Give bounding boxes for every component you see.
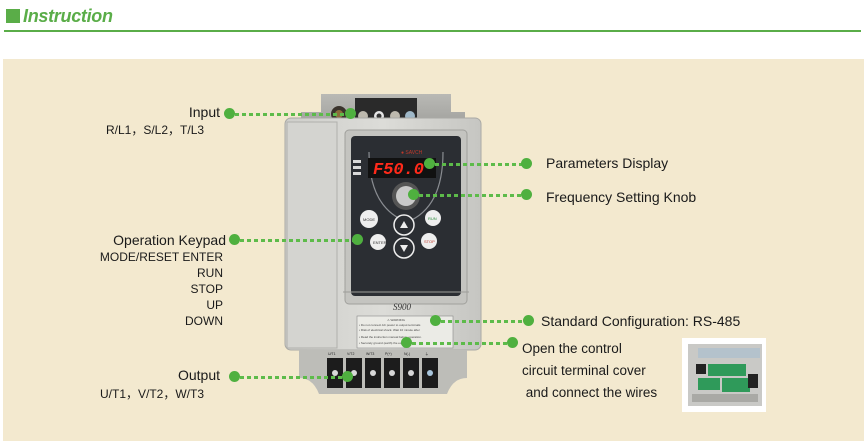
operation-keypad-label: Operation Keypad [113, 232, 226, 248]
section-header: Instruction [6, 5, 113, 27]
svg-text:• Do not connect AC power to o: • Do not connect AC power to output term… [359, 323, 421, 327]
svg-text:• Risk of electrical shock. Wa: • Risk of electrical shock. Wait 10 minu… [359, 328, 420, 332]
instruction-line: and connect the wires [522, 385, 658, 400]
svg-text:S900: S900 [393, 302, 412, 312]
output-label: Output [177, 367, 220, 383]
svg-text:N(-): N(-) [404, 352, 410, 356]
svg-text:MODE: MODE [363, 217, 375, 222]
input-label: Input [188, 104, 220, 120]
svg-text:• Read the instruction manual: • Read the instruction manual before ope… [359, 335, 422, 339]
keypad-item: RUN [197, 266, 223, 280]
output-leader [229, 371, 353, 382]
keypad-item: MODE/RESET ENTER [99, 250, 223, 264]
svg-text:⏚: ⏚ [425, 351, 429, 356]
output-terminals-text: U/T1，V/T2，W/T3 [100, 387, 205, 401]
svg-text:P(+): P(+) [385, 352, 392, 356]
section-title: Instruction [23, 5, 113, 26]
display-leader [424, 158, 532, 169]
keypad-buttons: MODE RUN ENTER STOP [360, 210, 441, 259]
frequency-knob-label: Frequency Setting Knob [546, 189, 697, 205]
header-divider [4, 30, 861, 32]
rs485-label: Standard Configuration: RS-485 [541, 313, 741, 329]
control-terminal-leader [401, 337, 518, 348]
svg-text:ENTER: ENTER [373, 240, 387, 245]
svg-text:V/T2: V/T2 [347, 352, 354, 356]
keypad-leader [229, 234, 363, 245]
input-leader [224, 108, 356, 119]
svg-text:⚠ WARNING: ⚠ WARNING [387, 318, 406, 322]
parameters-display-label: Parameters Display [546, 155, 669, 171]
svg-text:F50.0: F50.0 [373, 161, 424, 180]
svg-text:W/T3: W/T3 [366, 352, 374, 356]
svg-text:STOP: STOP [424, 239, 435, 244]
svg-text:• Securely ground (earth) the: • Securely ground (earth) the equipment. [359, 341, 413, 345]
keypad-item: UP [206, 298, 223, 312]
header-square-icon [6, 9, 20, 23]
svg-text:RUN: RUN [428, 216, 437, 221]
svg-text:U/T1: U/T1 [328, 352, 336, 356]
instruction-line: Open the control [522, 341, 622, 356]
output-terminal-blocks [327, 358, 438, 388]
control-terminal-photo [682, 338, 766, 412]
svg-text:● SAVCH: ● SAVCH [401, 150, 423, 156]
keypad-item: STOP [190, 282, 223, 296]
inverter-device: ● SAVCH F50.0 MODE RUN ENTER STOP S900 ⚠… [284, 94, 482, 394]
rs485-leader [430, 315, 534, 326]
knob-leader [408, 189, 532, 200]
control-terminal-instructions: Open the control circuit terminal cover … [522, 338, 657, 404]
keypad-item: DOWN [185, 314, 223, 328]
instruction-line: circuit terminal cover [522, 363, 646, 378]
input-terminals-text: R/L1，S/L2，T/L3 [106, 123, 205, 137]
